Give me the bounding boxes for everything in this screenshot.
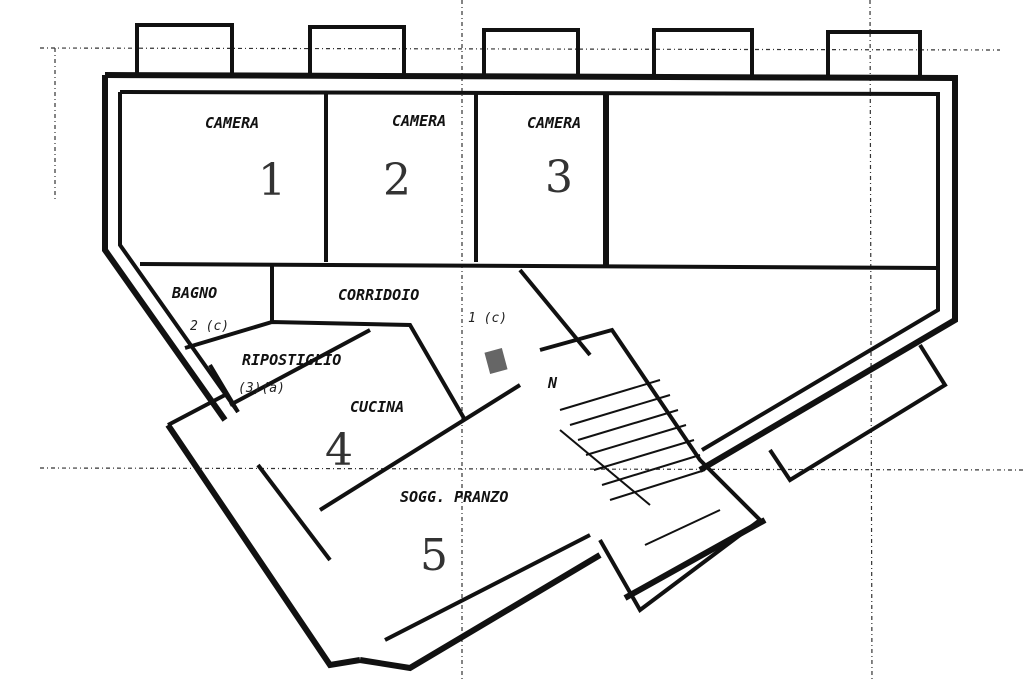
room-number-1: 1: [258, 155, 286, 206]
corridor-note: 1 (c): [468, 311, 507, 326]
room-number-3: 3: [545, 152, 573, 203]
room-label-bagno: BAGNO: [171, 284, 217, 302]
balconies: [135, 23, 922, 78]
room-label-cucina: CUCINA: [350, 398, 404, 416]
room-label-corridoio: CORRIDOIO: [338, 286, 419, 304]
room-number-4: 4: [325, 425, 353, 476]
room-label-camera-2: CAMERA: [392, 112, 446, 130]
balcony-right: [768, 343, 948, 483]
ripostiglio-note: (3)(a): [238, 381, 285, 396]
bagno-note: 2 (c): [190, 319, 229, 334]
room-label-soggiorno-pranzo: SOGG. PRANZO: [400, 488, 508, 506]
staircase: [539, 327, 767, 613]
construction-lines: [39, 0, 1024, 682]
room-label-ripostiglio: RIPOSTIGLIO: [242, 351, 341, 369]
corner-mark: N: [547, 374, 558, 392]
room-label-camera-3: CAMERA: [527, 114, 581, 132]
room-number-5: 5: [420, 530, 448, 581]
marker-square: [484, 348, 508, 374]
room-number-2: 2: [383, 155, 411, 206]
room-label-camera-1: CAMERA: [205, 114, 259, 132]
outer-walls: [102, 72, 958, 672]
interior-walls: [139, 92, 939, 562]
